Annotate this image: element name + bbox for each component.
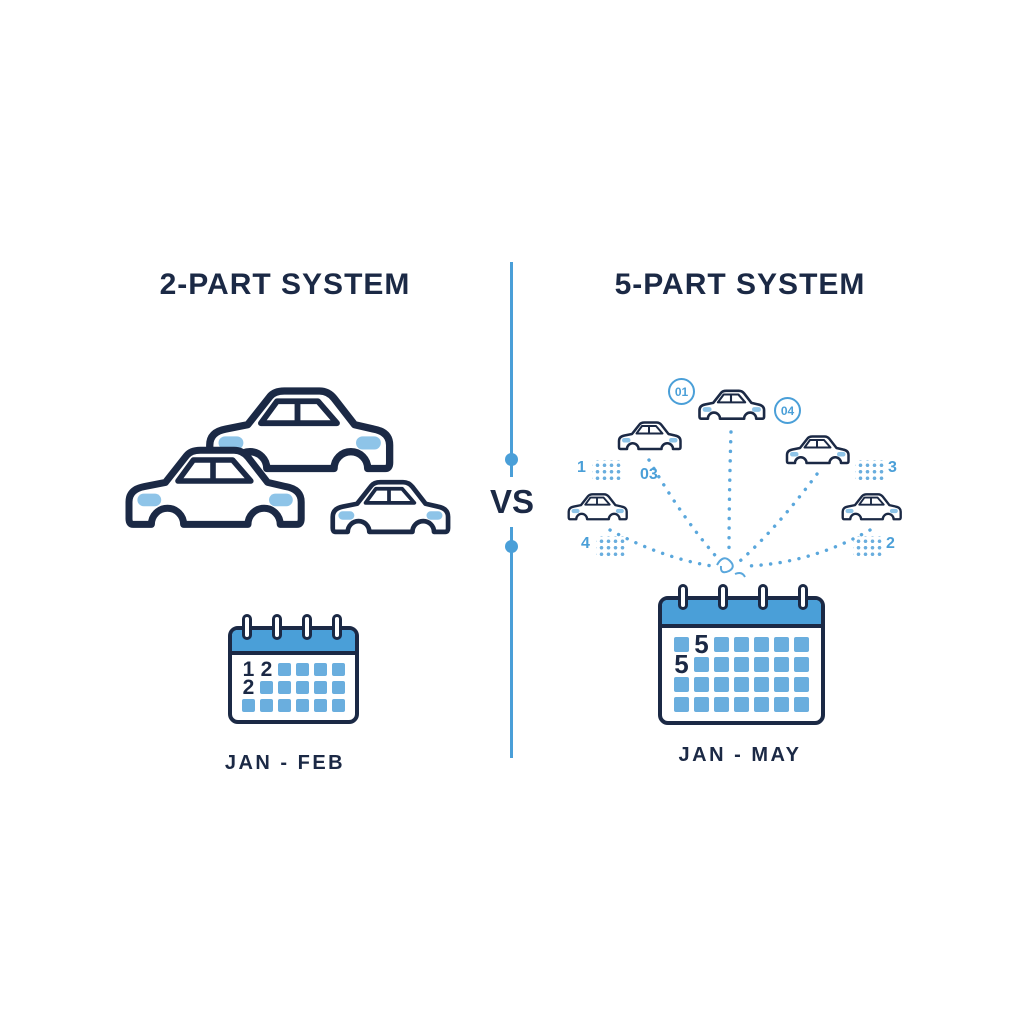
car-icon (617, 421, 682, 451)
calendar-day-square (260, 699, 273, 712)
calendar-ring (678, 584, 688, 610)
calendar-day-square (278, 699, 291, 712)
vs-label: VS (482, 477, 542, 527)
calendar-day-square (296, 681, 309, 694)
calendar-day-square (734, 657, 749, 672)
converging-dotted-lines (608, 430, 872, 568)
calendar-day-square (314, 699, 327, 712)
calendar-day-number: 2 (242, 676, 255, 699)
calendar-header (662, 600, 821, 628)
mini-dot-grid (855, 460, 884, 481)
calendar-day-square (674, 677, 689, 692)
calendar-day-square (260, 681, 273, 694)
calendar-day-square (314, 663, 327, 676)
car-icon (841, 493, 902, 521)
calendar-day-square (774, 657, 789, 672)
calendar-day-square (794, 677, 809, 692)
calendar-day-number: 5 (694, 629, 709, 659)
right-panel-title: 5-PART SYSTEM (614, 268, 866, 301)
calendar-ring (758, 584, 768, 610)
calendar-day-square (674, 637, 689, 652)
calendar-day-number: 5 (674, 649, 689, 679)
calendar-ring (302, 614, 312, 640)
calendar-day-square (794, 697, 809, 712)
calendar-day-square (242, 699, 255, 712)
calendar-ring (718, 584, 728, 610)
calendar-day-square (714, 677, 729, 692)
calendar-day-square (754, 657, 769, 672)
divider-dot-bottom (505, 540, 518, 553)
part-badge-04: 04 (774, 397, 801, 424)
calendar-day-square (296, 699, 309, 712)
calendar-day-square (314, 681, 327, 694)
mini-dot-grid (592, 460, 621, 481)
calendar-day-square (774, 697, 789, 712)
part-label-03: 03 (640, 466, 658, 483)
grid-label-4: 4 (581, 535, 590, 552)
convergence-scribble-icon (716, 557, 746, 578)
calendar-day-square (278, 681, 291, 694)
left-panel-title: 2-PART SYSTEM (159, 268, 411, 301)
calendar-day-square (734, 637, 749, 652)
calendar-day-square (774, 637, 789, 652)
calendar-ring (272, 614, 282, 640)
calendar-day-square (734, 697, 749, 712)
divider-dot-top (505, 453, 518, 466)
calendar-day-square (714, 697, 729, 712)
calendar-day-square (296, 663, 309, 676)
car-icon (698, 389, 766, 420)
right-date-range: JAN - MAY (678, 744, 802, 766)
calendar-day-square (794, 657, 809, 672)
car-icon (333, 482, 448, 532)
calendar-day-square (674, 697, 689, 712)
right-cars-illustration (567, 389, 902, 578)
calendar-day-square (332, 681, 345, 694)
grid-label-3: 3 (888, 459, 897, 476)
part-badge-01: 01 (668, 378, 695, 405)
calendar-day-square (278, 663, 291, 676)
car-icon (785, 435, 850, 465)
mini-dot-grid (596, 536, 625, 557)
calendar-day-square (794, 637, 809, 652)
calendar-ring (242, 614, 252, 640)
calendar-day-square (734, 677, 749, 692)
calendar-day-square (714, 637, 729, 652)
calendar-ring (798, 584, 808, 610)
calendar-day-square (774, 677, 789, 692)
calendar-day-number: 2 (260, 658, 273, 681)
calendar-day-square (694, 657, 709, 672)
mini-dot-grid (853, 536, 882, 557)
grid-label-2: 2 (886, 535, 895, 552)
calendar-day-square (754, 637, 769, 652)
car-icon (567, 493, 628, 521)
calendar-day-square (754, 697, 769, 712)
calendar-ring (332, 614, 342, 640)
grid-label-1: 1 (577, 459, 586, 476)
left-date-range: JAN - FEB (224, 752, 346, 774)
calendar-day-square (754, 677, 769, 692)
calendar-day-square (694, 697, 709, 712)
calendar-day-square (694, 677, 709, 692)
calendar-day-square (332, 663, 345, 676)
calendar-day-number: 1 (242, 658, 255, 681)
calendar-day-square (714, 657, 729, 672)
left-cars-illustration (105, 362, 470, 572)
calendar-day-square (332, 699, 345, 712)
